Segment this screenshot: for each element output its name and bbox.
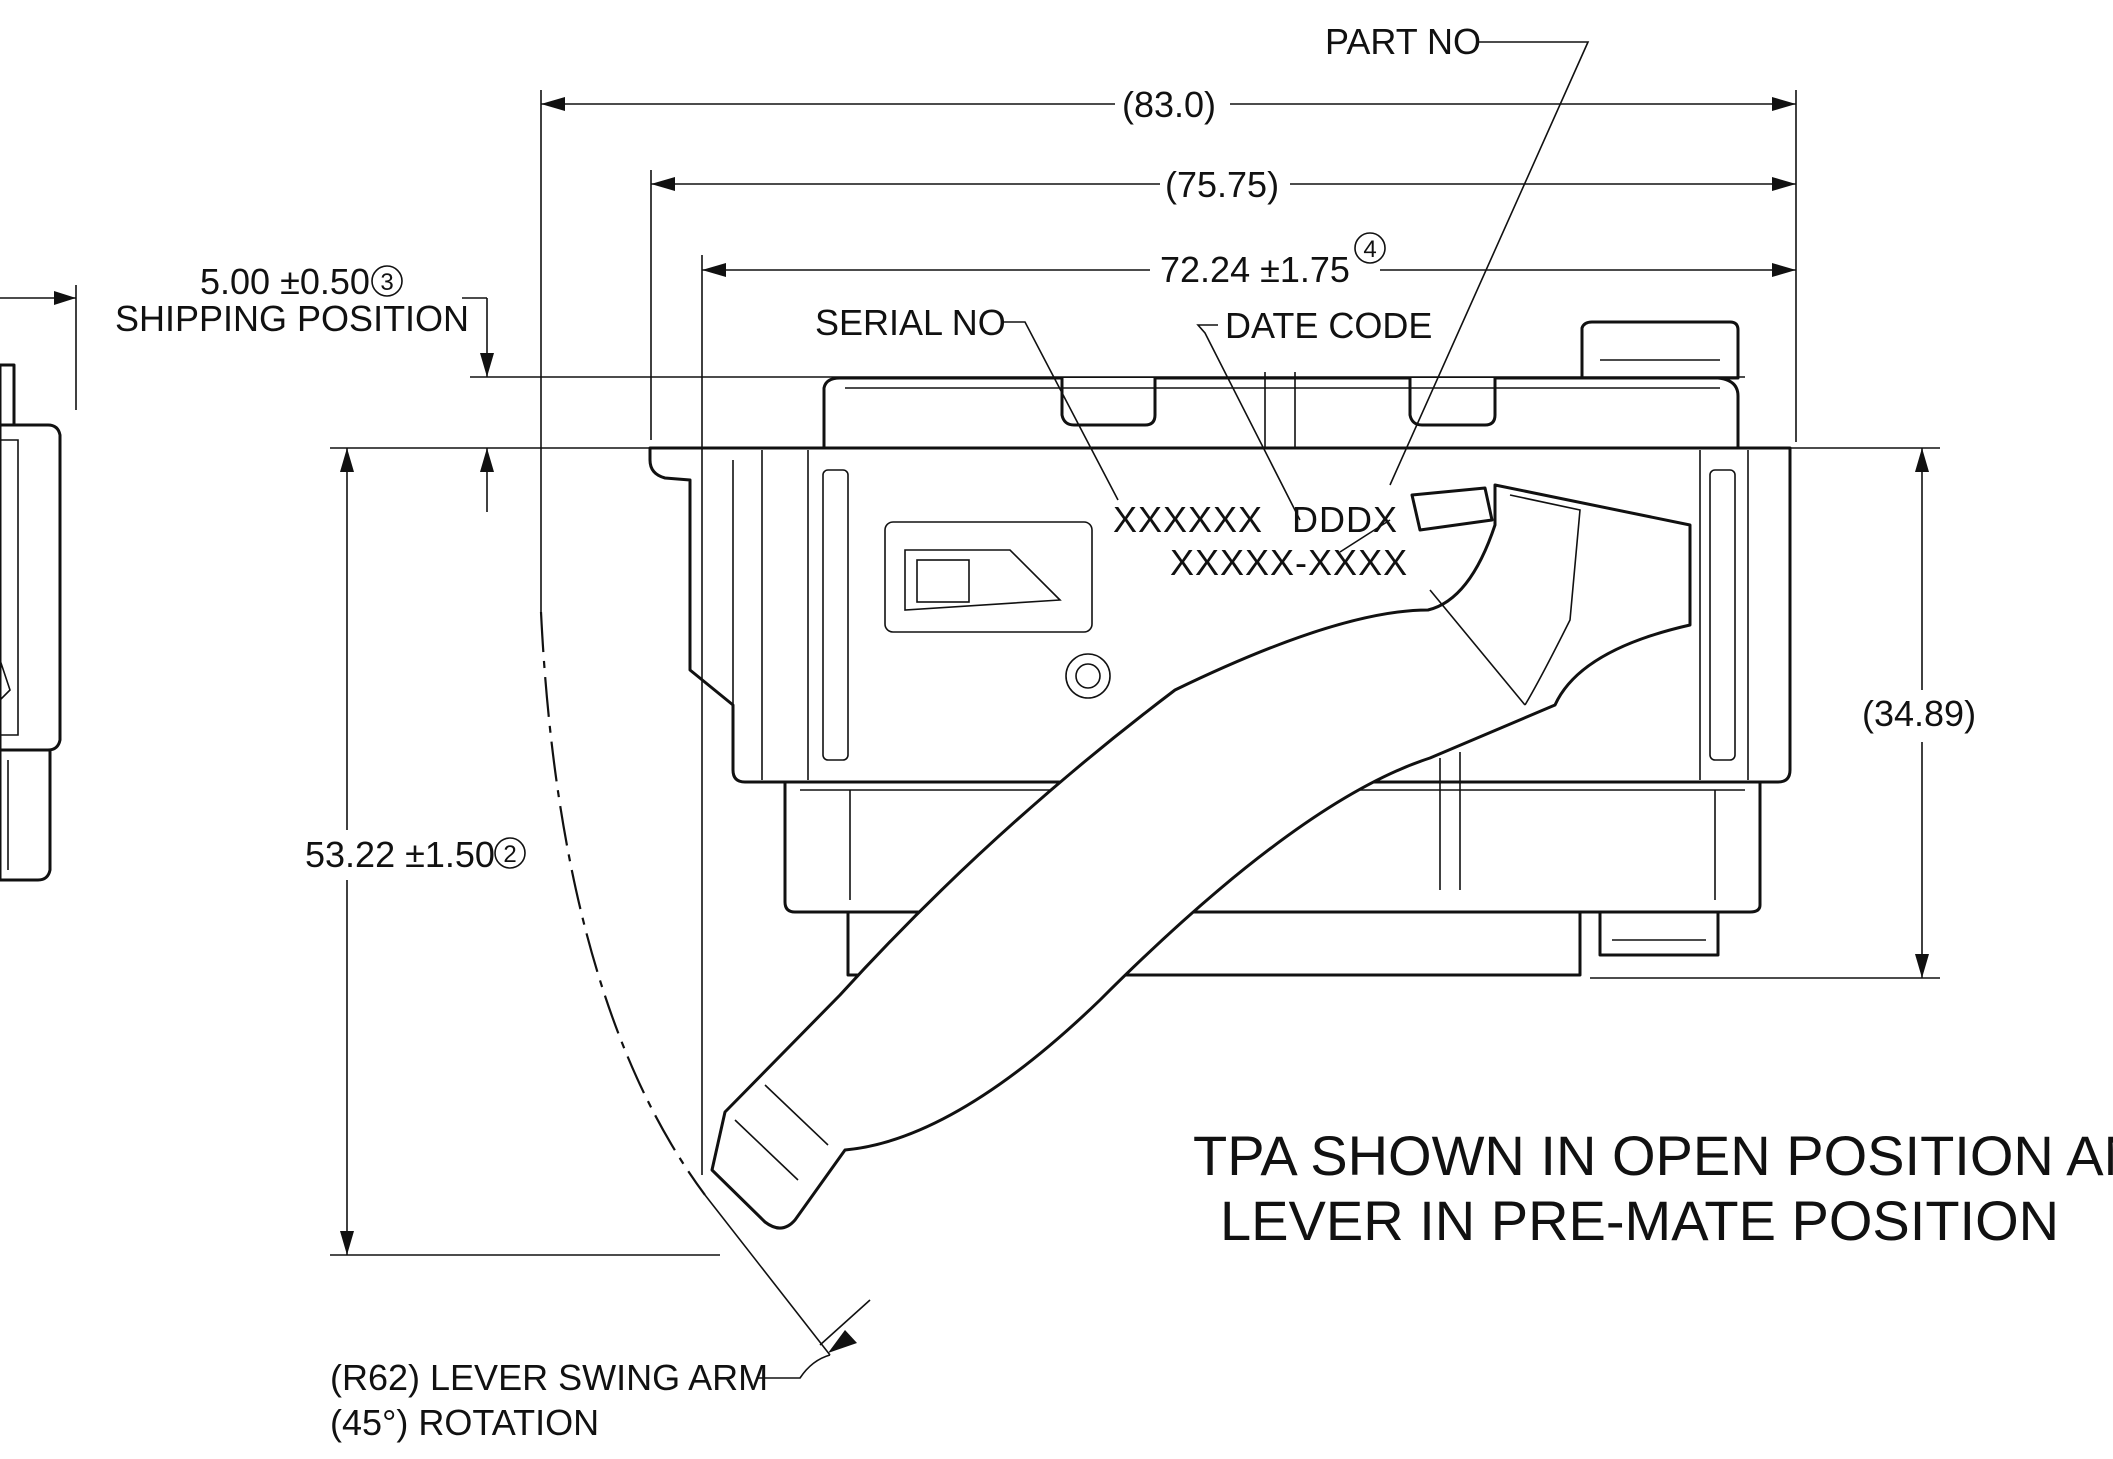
leaders <box>1003 41 1590 553</box>
note-3-number: 3 <box>380 269 393 296</box>
date-code-label: DATE CODE <box>1225 305 1432 346</box>
radius-label: (R62) LEVER SWING ARM <box>330 1357 768 1398</box>
date-marking: DDDX <box>1292 499 1398 540</box>
labels: PART NO SERIAL NO DATE CODE XXXXXX DDDX … <box>115 21 2113 1443</box>
note-4-number: 4 <box>1363 236 1376 263</box>
shipping-position-label: SHIPPING POSITION <box>115 298 469 339</box>
width-2-dim: (75.75) <box>1165 164 1279 205</box>
serial-marking: XXXXXX <box>1113 499 1263 540</box>
part-marking: XXXXX-XXXX <box>1170 542 1408 583</box>
width-3-dim: 72.24 ±1.75 <box>1160 249 1350 290</box>
left-partial-view <box>0 285 77 882</box>
rotation-label: (45°) ROTATION <box>330 1402 599 1443</box>
note-4-circle <box>1354 232 1386 264</box>
overall-width-dim: (83.0) <box>1122 84 1216 125</box>
shipping-value-dim: 5.00 ±0.50 <box>200 261 370 302</box>
right-height-dim: (34.89) <box>1862 693 1976 734</box>
note-2-circle <box>494 837 526 869</box>
note-line-1: TPA SHOWN IN OPEN POSITION AND <box>1193 1124 2113 1187</box>
note-3-circle <box>371 265 403 297</box>
lever-arm <box>710 483 1692 1230</box>
part-no-label: PART NO <box>1325 21 1481 62</box>
note-line-2: LEVER IN PRE-MATE POSITION <box>1220 1189 2059 1252</box>
note-2-number: 2 <box>503 841 516 868</box>
dimension-lines <box>330 90 1940 1379</box>
serial-no-label: SERIAL NO <box>815 302 1006 343</box>
left-height-dim: 53.22 ±1.50 <box>305 834 495 875</box>
